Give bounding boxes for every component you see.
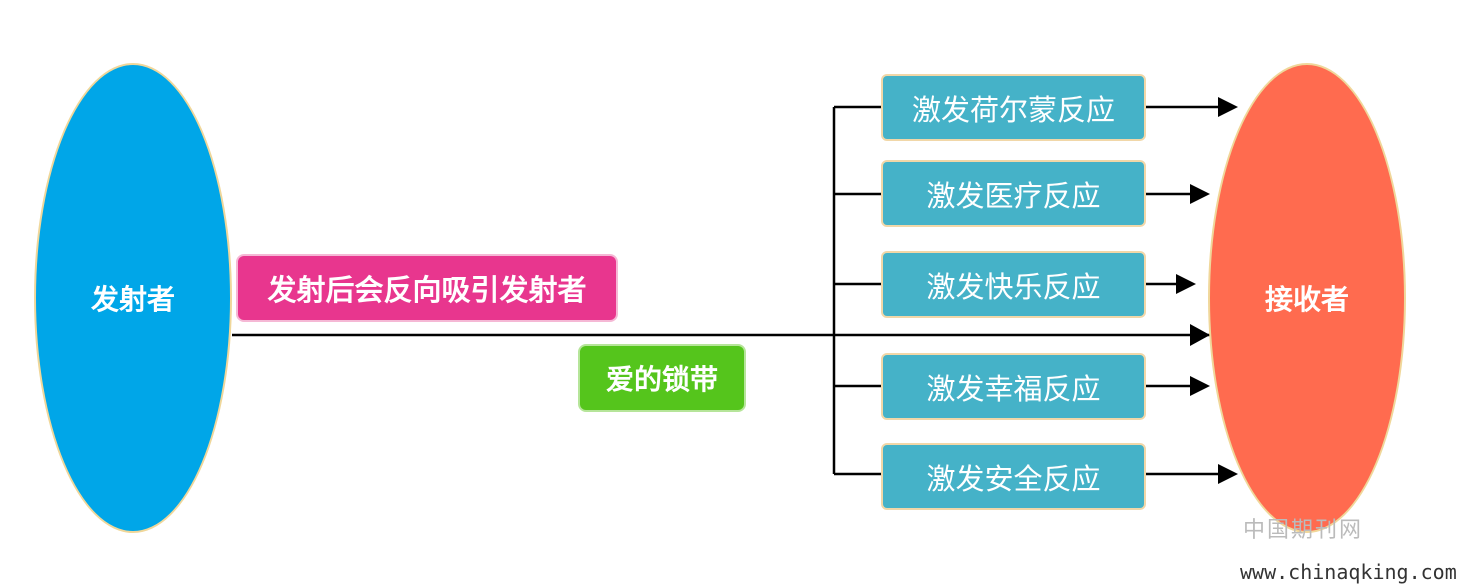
receiver-ellipse: 接收者: [1208, 63, 1406, 533]
sender-ellipse: 发射者: [34, 63, 232, 533]
response-label: 激发快乐反应: [926, 269, 1101, 304]
response-arrowhead-4: [1190, 376, 1210, 396]
attraction-label-box: 发射后会反向吸引发射者: [236, 254, 618, 322]
receiver-label: 接收者: [1264, 283, 1349, 316]
love-bond-label: 爱的锁带: [605, 363, 718, 396]
response-arrowhead-3: [1176, 274, 1196, 294]
response-label: 激发安全反应: [926, 461, 1101, 496]
response-label: 激发荷尔蒙反应: [911, 92, 1115, 127]
love-bond-label-box: 爱的锁带: [578, 344, 746, 412]
response-box-security: 激发安全反应: [881, 443, 1146, 510]
response-box-medical: 激发医疗反应: [881, 160, 1146, 227]
response-box-happiness: 激发快乐反应: [881, 251, 1146, 318]
response-arrowhead-2: [1190, 184, 1210, 204]
watermark-site-name: 中国期刊网: [1243, 518, 1364, 543]
sender-label: 发射者: [90, 283, 175, 316]
response-arrowhead-5: [1218, 464, 1238, 484]
response-label: 激发幸福反应: [926, 371, 1101, 406]
response-label: 激发医疗反应: [926, 178, 1101, 213]
main-arrowhead: [1190, 324, 1210, 346]
watermark-url: www.chinaqking.com: [1240, 560, 1457, 584]
attraction-label: 发射后会反向吸引发射者: [267, 273, 587, 307]
response-arrowhead-1: [1218, 97, 1238, 117]
response-box-hormone: 激发荷尔蒙反应: [881, 74, 1146, 141]
response-box-wellbeing: 激发幸福反应: [881, 353, 1146, 420]
